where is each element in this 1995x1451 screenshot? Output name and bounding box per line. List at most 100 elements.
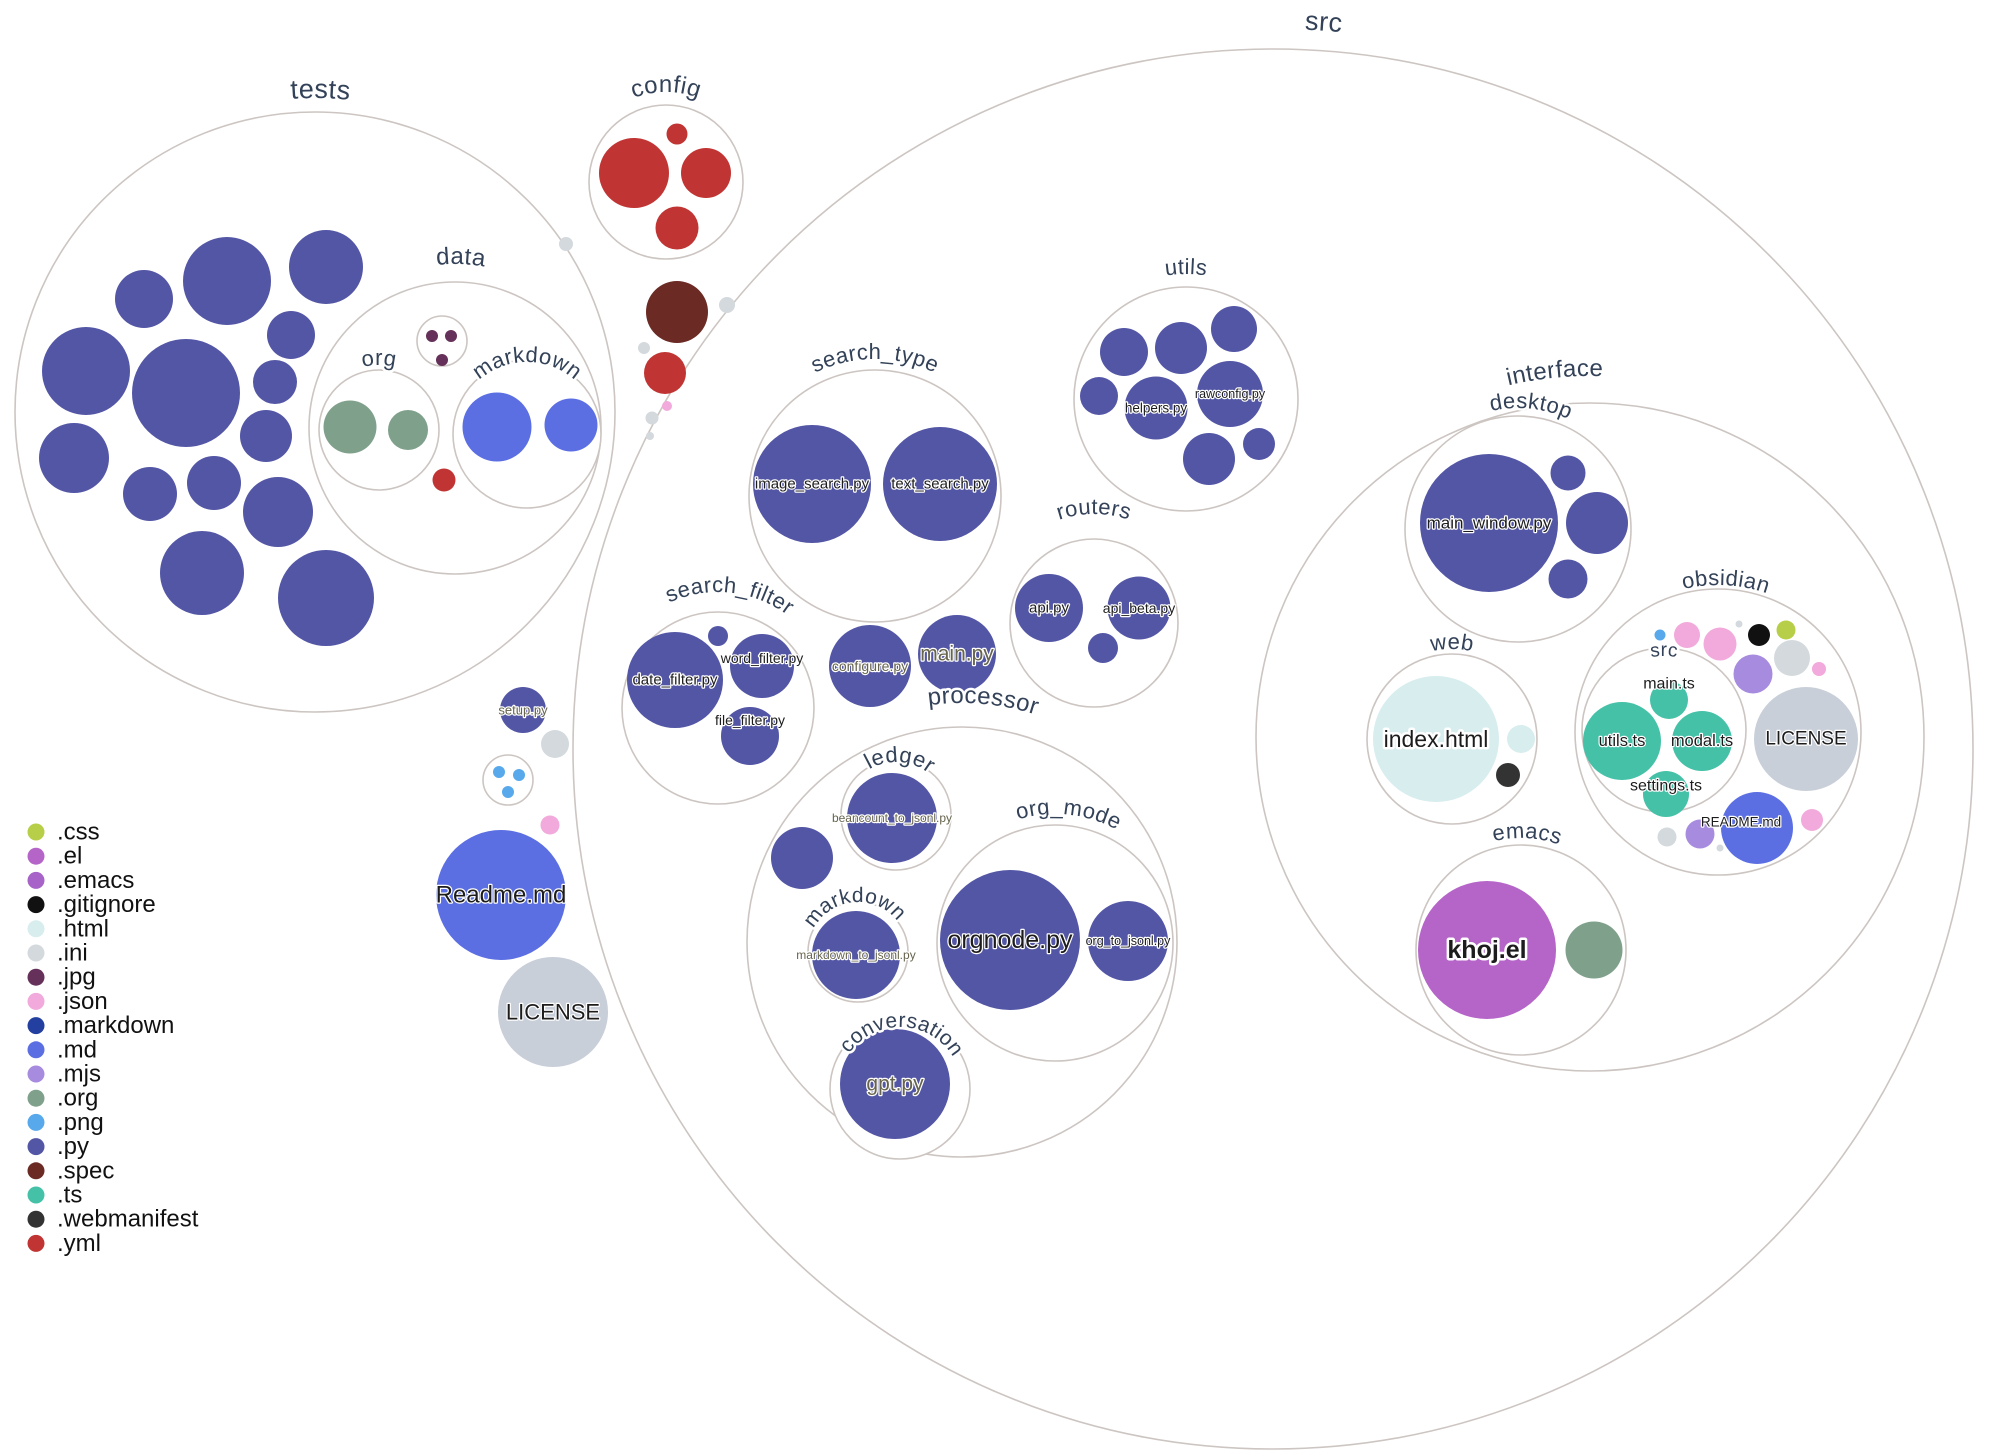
legend-dot-jpg [27,968,45,986]
file-py-70-circle [1548,559,1588,599]
file-word-filter-py-label: word_filter.py [720,650,803,666]
file-khoj-el-label: khoj.el [1447,936,1526,964]
file-yml-23-circle [666,123,688,145]
file-ini-29-circle [638,342,650,354]
file-beancount-to-jsonl-py-circle [847,773,937,863]
file-py-69-circle [1566,492,1628,554]
file-ini-77-circle [1735,620,1743,628]
file-main-window-py-label: main_window.py [1427,514,1552,533]
file-yml-21-circle [432,468,456,492]
file-orgnode-py-label: orgnode.py [947,926,1073,954]
file-khoj-el-circle [1418,881,1556,1019]
file-py-50-circle [1100,328,1148,376]
file-configure-py-label: configure.py [832,658,908,674]
file-main-window-py-circle [1420,454,1558,592]
legend-label-py: .py [57,1133,89,1160]
legend-label-yml: .yml [57,1230,101,1257]
file-org-to-jsonl-py-label: org_to_jsonl.py [1086,934,1172,948]
file-json-31-circle [662,401,672,411]
legend-label-org: .org [57,1085,98,1112]
file-markdown-to-jsonl-py-circle [812,911,900,999]
file-settings-ts-circle [1643,771,1689,817]
file-helpers-py-label: helpers.py [1125,401,1188,416]
file-date-filter-py-circle [627,632,723,728]
file-py-8-circle [39,423,109,493]
file-text-search-py-circle [883,427,997,541]
file-json-89-circle [1801,809,1823,831]
file-py-13-circle [278,550,374,646]
file-main-ts-circle [1650,681,1688,719]
file-py-62-circle [771,827,833,889]
file-ini-28-circle [719,297,735,313]
file-ini-32-circle [645,411,659,425]
file-index-html-circle [1373,676,1499,802]
dir-config-label: config [627,71,704,104]
legend-dot-ts [27,1186,45,1204]
file-helpers-py-circle [1124,376,1188,440]
file-spec-27-circle [646,281,708,343]
file-json-82-circle [1812,662,1826,676]
file-license-circle [498,957,608,1067]
file-ini-90-circle [1657,827,1677,847]
file-py-3-circle [267,311,315,359]
dir-data-label: data [435,243,488,273]
dir-tests-label: tests [289,74,352,106]
file-yml-30-circle [644,352,686,394]
file-jpg-16-circle [436,354,448,366]
file-css-79-circle [1776,620,1796,640]
file-py-12-circle [160,531,244,615]
file-yml-24-circle [681,148,731,198]
dir-src-label: src [1304,6,1343,39]
file-jpg-14-circle [426,330,438,342]
file-readme-md-circle [1721,792,1793,864]
file-py-9-circle [123,467,177,521]
legend-dot-png [27,1113,45,1131]
dir-org-circle [318,369,440,491]
file-readme-md-circle [436,830,566,960]
file-license-label: LICENSE [1765,729,1846,750]
file-rawconfig-py-circle [1197,361,1263,427]
file-py-2-circle [289,230,363,304]
file-utils-ts-label: utils.ts [1599,732,1646,750]
file-org-to-jsonl-py-circle [1088,901,1168,981]
file-file-filter-py-label: file_filter.py [715,712,785,728]
file-image-search-py-label: image_search.py [755,476,870,493]
legend-label-emacs: .emacs [57,867,134,894]
legend-dot-spec [27,1162,45,1180]
file-rawconfig-py-label: rawconfig.py [1195,387,1266,401]
file-org-94-circle [1565,921,1623,979]
file-ini-92-circle [1716,844,1724,852]
file-main-py-circle [918,615,996,693]
legend-label-ini: .ini [57,940,88,967]
file-mjs-91-circle [1685,819,1715,849]
legend-dot-el [27,847,45,865]
legend-dot-webmanifest [27,1210,45,1228]
file-py-1-circle [183,237,271,325]
file-md-19-circle [462,392,532,462]
file-org-17-circle [323,400,377,454]
legend-dot-emacs [27,871,45,889]
file-json-39-circle [540,815,560,835]
file-api-py-label: api.py [1029,600,1070,617]
legend: .css.el.emacs.gitignore.html.ini.jpg.jso… [27,819,199,1257]
file-ini-33-circle [646,432,654,440]
legend-label-spec: .spec [57,1157,114,1184]
legend-dot-org [27,1089,45,1107]
file-date-filter-py-label: date_filter.py [632,672,718,689]
file-py-6-circle [253,360,297,404]
legend-label-jpg: .jpg [57,964,96,991]
file-png-74-circle [1654,629,1666,641]
file-index-html-label: index.html [1384,726,1489,752]
legend-dot-css [27,823,45,841]
file-modal-ts-circle [1672,711,1732,771]
legend-dot-yml [27,1234,45,1252]
file-json-76-circle [1703,627,1737,661]
legend-label-html: .html [57,915,109,942]
file-gpt-py-circle [840,1029,950,1139]
file-json-75-circle [1674,622,1700,648]
legend-dot-json [27,992,45,1010]
legend-dot-mjs [27,1065,45,1083]
file-orgnode-py-circle [940,870,1080,1010]
file-ini-35-circle [541,730,569,758]
